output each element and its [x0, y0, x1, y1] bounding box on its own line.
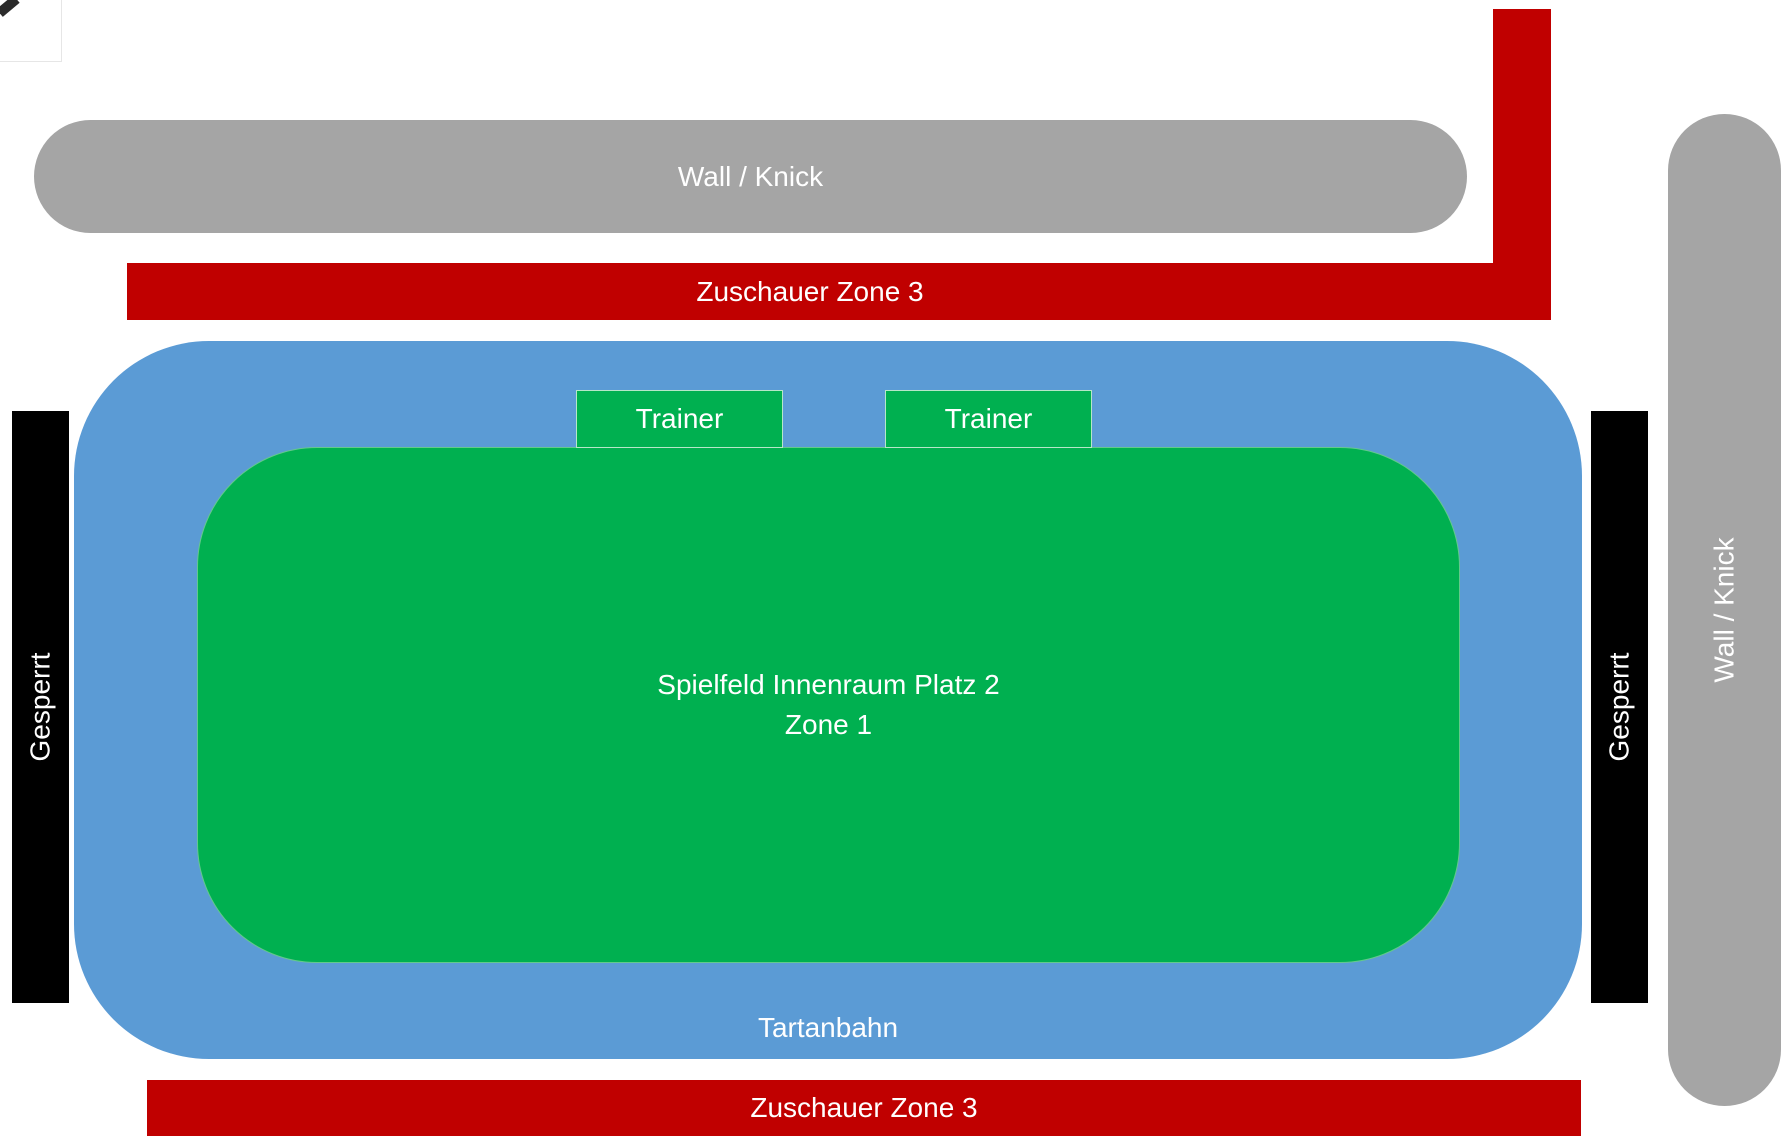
running-track-label: Tartanbahn — [757, 1012, 899, 1043]
trainer-box-right: Trainer — [885, 390, 1092, 448]
trainer-box-right-label: Trainer — [944, 403, 1033, 434]
wall-right-label: Wall / Knick — [1708, 537, 1740, 683]
closed-area-right: Gesperrt — [1591, 411, 1648, 1003]
logo-fragment — [0, 0, 62, 62]
trainer-box-left: Trainer — [576, 390, 783, 448]
closed-area-left-label: Gesperrt — [24, 652, 56, 762]
spectator-zone-bottom-label: Zuschauer Zone 3 — [750, 1092, 978, 1123]
trainer-box-left-label: Trainer — [635, 403, 724, 434]
playing-field-label: Spielfeld Innenraum Platz 2 — [657, 669, 1000, 700]
spectator-zone-top: Zuschauer Zone 3 — [127, 263, 1493, 320]
spectator-zone-vertical-bar — [1493, 9, 1551, 320]
running-track-label-box: Tartanbahn — [74, 1008, 1582, 1048]
wall-top: Wall / Knick — [34, 120, 1467, 233]
playing-field-zone-label: Zone 1 — [784, 709, 873, 740]
spectator-zone-top-label: Zuschauer Zone 3 — [696, 275, 924, 307]
logo-shard-icon — [0, 0, 20, 17]
closed-area-right-label: Gesperrt — [1603, 652, 1635, 762]
closed-area-left: Gesperrt — [12, 411, 69, 1003]
playing-field: Spielfeld Innenraum Platz 2 Zone 1 — [197, 447, 1460, 963]
wall-top-label: Wall / Knick — [677, 160, 824, 192]
wall-right: Wall / Knick — [1668, 114, 1781, 1106]
spectator-zone-bottom: Zuschauer Zone 3 — [147, 1080, 1581, 1136]
